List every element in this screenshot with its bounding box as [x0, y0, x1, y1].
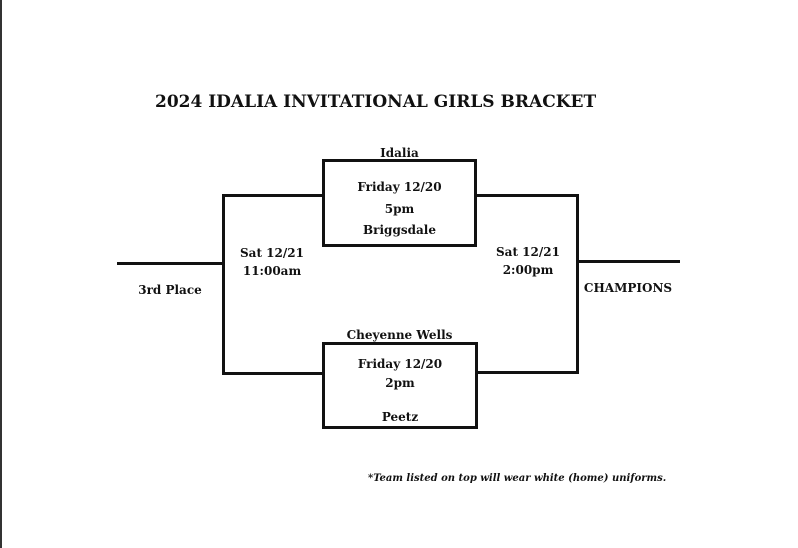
champion-line [577, 260, 680, 263]
bottom-game-away-team: Peetz [381, 410, 419, 424]
top-game-box: Friday 12/20 5pm Briggsdale [322, 159, 477, 247]
page-title: 2024 IDALIA INVITATIONAL GIRLS BRACKET [155, 92, 597, 112]
left-bracket-top [222, 194, 324, 197]
top-game-away-team: Briggsdale [363, 223, 436, 237]
bottom-game-home-team: Cheyenne Wells [346, 328, 453, 342]
top-game-day: Friday 12/20 [357, 180, 442, 194]
top-game-home-team: Idalia [380, 146, 419, 160]
championship-day: Sat 12/21 [496, 245, 560, 259]
champions-label: CHAMPIONS [583, 281, 673, 295]
bottom-game-day: Friday 12/20 [357, 357, 443, 371]
consolation-day: Sat 12/21 [240, 246, 304, 260]
right-bracket-top [475, 194, 579, 197]
bottom-game-box: Friday 12/20 2pm Peetz [322, 342, 478, 429]
right-bracket-vertical [576, 194, 579, 374]
scan-edge [0, 0, 2, 548]
left-bracket-bottom [222, 372, 324, 375]
top-game-time: 5pm [384, 202, 415, 216]
footnote: *Team listed on top will wear white (hom… [368, 473, 667, 484]
right-bracket-bottom [475, 371, 579, 374]
third-place-label: 3rd Place [138, 283, 202, 297]
left-bracket-vertical [222, 194, 225, 375]
third-place-line [117, 262, 224, 265]
championship-time: 2:00pm [502, 263, 554, 277]
bottom-game-time: 2pm [385, 376, 415, 390]
consolation-time: 11:00am [242, 264, 302, 278]
